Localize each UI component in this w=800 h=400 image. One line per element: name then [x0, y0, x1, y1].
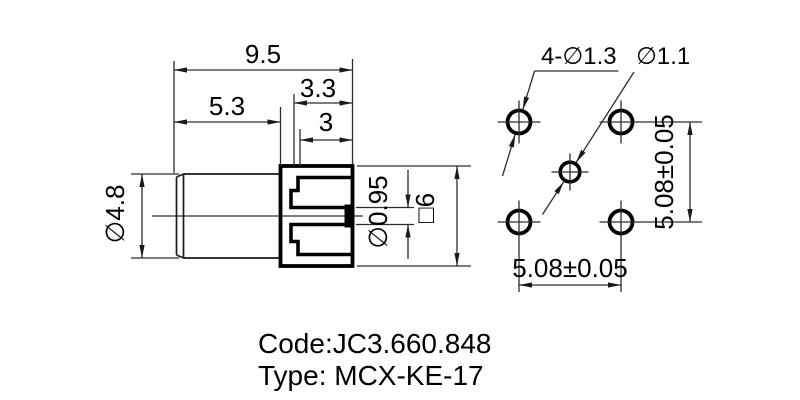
dim-hole-pitch-horizontal: 5.08±0.05	[512, 253, 628, 288]
dim-label-total-width: 9.5	[245, 39, 281, 69]
dim-flange-square: □6	[357, 165, 471, 267]
flange-inner-profile-lower	[289, 222, 352, 257]
dim-label-slot-depth: 3	[319, 107, 333, 137]
dim-label-pitch-horizontal: 5.08±0.05	[512, 253, 627, 283]
leader-center-hole: ∅1.1	[541, 43, 690, 215]
center-pin-block	[344, 204, 355, 228]
flange-outline	[278, 164, 355, 268]
side-view: 9.5 5.3 3.3 3	[100, 39, 471, 268]
dim-label-pitch-vertical: 5.08±0.05	[649, 114, 679, 229]
dim-hole-pitch-vertical: 5.08±0.05	[649, 114, 693, 230]
hole-center	[551, 153, 589, 191]
dim-flange-depth: 3.3	[293, 73, 353, 166]
flange-inner-profile-upper	[289, 175, 352, 210]
hole-bottom-left	[497, 200, 541, 292]
dim-label-flange-depth: 3.3	[300, 73, 336, 103]
dim-body-diameter: ∅4.8	[100, 173, 179, 259]
dim-label-center-hole: ∅1.1	[636, 43, 690, 70]
dim-total-width: 9.5	[173, 39, 354, 173]
dim-slot-depth: 3	[299, 107, 353, 166]
hole-bottom-right	[599, 200, 702, 292]
footprint-view: 4-∅1.3 ∅1.1 5.08±0.05 5.08±0.	[497, 43, 702, 292]
dim-label-body-length: 5.3	[209, 91, 245, 121]
part-identification: Code:JC3.660.848 Type: MCX-KE-17	[258, 328, 492, 391]
connector-body-outline	[175, 173, 281, 259]
hole-top-right	[599, 100, 702, 144]
dim-label-body-diameter: ∅4.8	[100, 185, 130, 244]
dim-pin-diameter: ∅0.95	[356, 170, 414, 259]
part-type: Type: MCX-KE-17	[258, 360, 484, 391]
leader-corner-holes: 4-∅1.3	[501, 43, 619, 177]
dim-body-length: 5.3	[174, 91, 282, 166]
dim-label-corner-holes: 4-∅1.3	[541, 43, 617, 70]
part-code: Code:JC3.660.848	[258, 328, 492, 359]
hole-top-left	[497, 100, 541, 144]
dim-label-pin-diameter: ∅0.95	[363, 175, 393, 248]
dim-label-flange-square: □6	[410, 193, 440, 223]
